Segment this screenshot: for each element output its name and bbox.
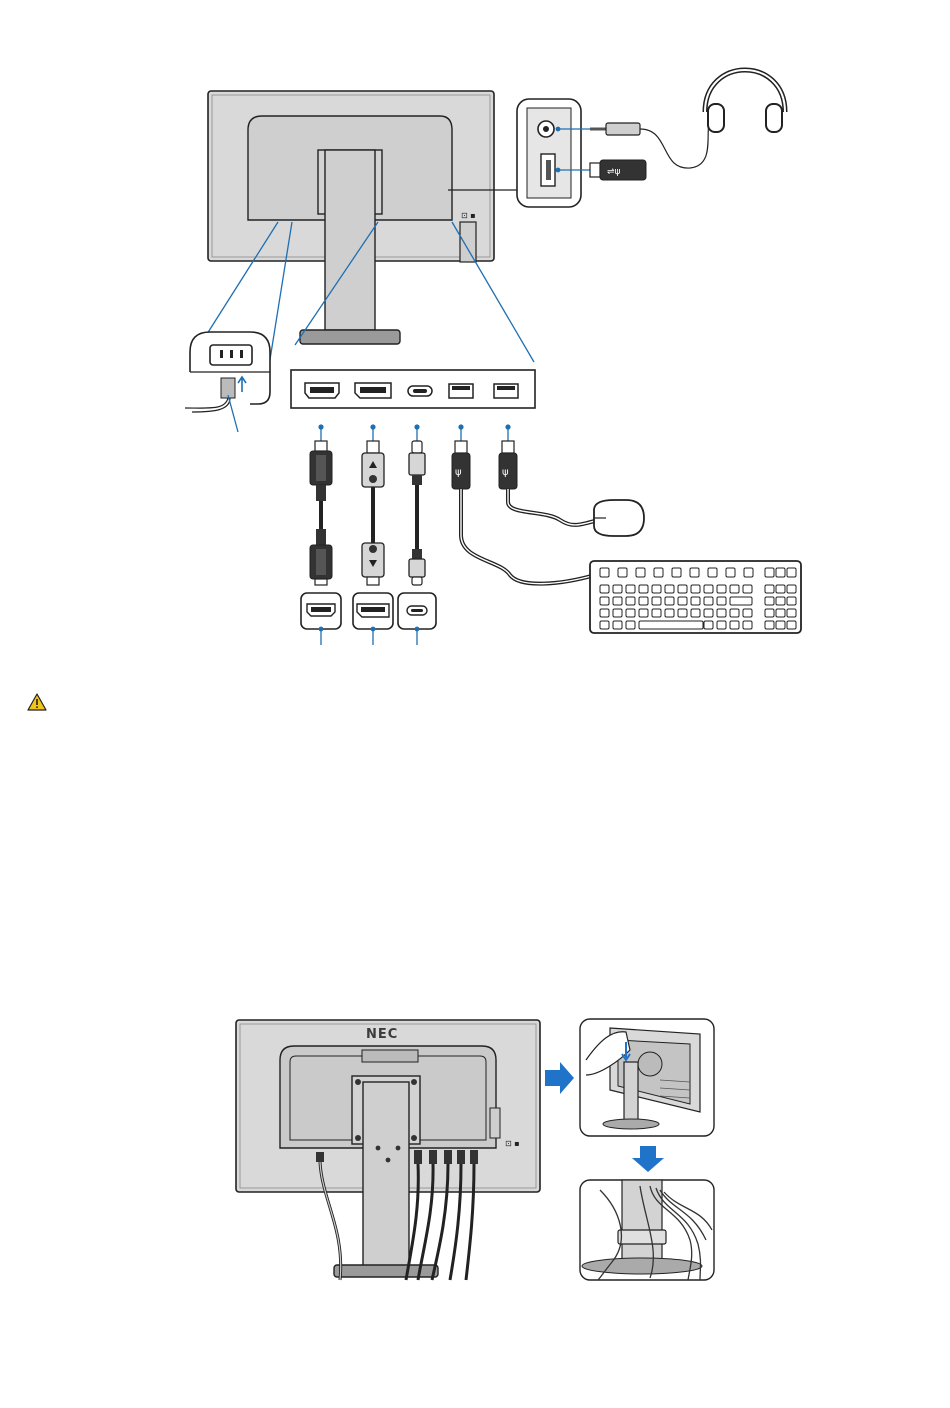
- keyboard-key: [600, 621, 609, 629]
- usb-a-port-1-icon: [449, 384, 473, 398]
- inset-cable-holder-open: [580, 1019, 714, 1136]
- keyboard-key: [652, 597, 661, 605]
- keyboard-key: [730, 585, 739, 593]
- keyboard-key: [743, 585, 752, 593]
- keyboard-key: [613, 609, 622, 617]
- keyboard-key: [636, 568, 645, 577]
- keyboard-key: [704, 585, 713, 593]
- keyboard-key: [613, 597, 622, 605]
- keyboard-key: [744, 568, 753, 577]
- keyboard-key: [654, 568, 663, 577]
- keyboard-key: [626, 597, 635, 605]
- keyboard-key: [639, 585, 648, 593]
- keyboard-key: [787, 585, 796, 593]
- keyboard-key: [652, 609, 661, 617]
- displayport-port-icon: [355, 383, 391, 398]
- keyboard-key: [691, 585, 700, 593]
- keyboard-key: [600, 609, 609, 617]
- usb-c-cable: [409, 441, 425, 585]
- keyboard-key: [708, 568, 717, 577]
- inset-cable-holder-closed: [580, 1180, 714, 1280]
- usb-a-port-2-icon: [494, 384, 518, 398]
- keyboard-key: [665, 585, 674, 593]
- keyboard-key: [730, 597, 752, 605]
- keyboard-key: [600, 585, 609, 593]
- svg-text:⇌ψ: ⇌ψ: [607, 167, 621, 177]
- keyboard-key: [690, 568, 699, 577]
- keyboard-key: [704, 597, 713, 605]
- step-arrow-down: [632, 1146, 664, 1172]
- keyboard-key: [626, 621, 635, 629]
- svg-text:ψ: ψ: [455, 467, 462, 478]
- keyboard-key: [691, 609, 700, 617]
- keyboard-key: [665, 597, 674, 605]
- keyboard-key: [639, 597, 648, 605]
- mouse-icon: [594, 500, 644, 536]
- keyboard-key: [765, 585, 774, 593]
- keyboard-key: [678, 609, 687, 617]
- keyboard-key: [652, 585, 661, 593]
- hdmi-cable: [310, 441, 332, 585]
- keyboard-key: [765, 597, 774, 605]
- svg-text:⊡ ▪: ⊡ ▪: [505, 1139, 520, 1148]
- keyboard-key: [704, 609, 713, 617]
- keyboard-key: [787, 568, 796, 577]
- keyboard-key: [678, 585, 687, 593]
- keyboard-key: [726, 568, 735, 577]
- keyboard-key: [717, 585, 726, 593]
- hdmi-port-icon: [305, 383, 339, 398]
- keyboard-key: [639, 621, 703, 629]
- warning-triangle-icon: [27, 693, 47, 711]
- keyboard-icon: [590, 561, 801, 633]
- power-inlet-inset: [185, 332, 270, 432]
- keyboard-key: [626, 585, 635, 593]
- keyboard-key: [765, 621, 774, 629]
- keyboard-key: [613, 585, 622, 593]
- rear-io-panel: [291, 370, 535, 408]
- keyboard-key: [787, 621, 796, 629]
- monitor-back-top: ⊡ ▪: [208, 91, 494, 344]
- keyboard-key: [717, 597, 726, 605]
- source-socket-boxes: [301, 593, 436, 645]
- keyboard-key: [776, 609, 785, 617]
- keyboard-key: [776, 585, 785, 593]
- usb-c-port-icon: [408, 386, 432, 396]
- keyboard-key: [776, 621, 785, 629]
- keyboard-key: [765, 568, 774, 577]
- keyboard-key: [730, 609, 739, 617]
- brand-logo: NEC: [366, 1027, 398, 1042]
- keyboard-key: [613, 621, 622, 629]
- step-arrow-right: [545, 1062, 574, 1094]
- keyboard-key: [626, 609, 635, 617]
- keyboard-key: [618, 568, 627, 577]
- svg-text:ψ: ψ: [502, 467, 509, 478]
- keyboard-key: [672, 568, 681, 577]
- displayport-cable: [362, 441, 384, 585]
- usb-cable-mouse: ψ: [499, 441, 598, 525]
- keyboard-key: [743, 621, 752, 629]
- keyboard-key: [743, 609, 752, 617]
- keyboard-key: [765, 609, 774, 617]
- port-callouts: [318, 424, 510, 441]
- keyboard-key: [717, 621, 726, 629]
- keyboard-key: [600, 568, 609, 577]
- keyboard-key: [787, 609, 796, 617]
- keyboard-key: [678, 597, 687, 605]
- headphones-icon: [590, 70, 785, 168]
- keyboard-key: [704, 621, 713, 629]
- keyboard-key: [787, 597, 796, 605]
- keyboard-key: [665, 609, 674, 617]
- keyboard-key: [639, 609, 648, 617]
- keyboard-key: [730, 621, 739, 629]
- monitor-back-bottom: NEC ⊡ ▪: [236, 1020, 540, 1277]
- svg-text:⊡ ▪: ⊡ ▪: [461, 211, 476, 220]
- keyboard-key: [600, 597, 609, 605]
- keyboard-key: [717, 609, 726, 617]
- keyboard-key: [776, 568, 785, 577]
- usb-stick-icon: ⇌ψ: [590, 160, 646, 180]
- keyboard-key: [776, 597, 785, 605]
- keyboard-key: [691, 597, 700, 605]
